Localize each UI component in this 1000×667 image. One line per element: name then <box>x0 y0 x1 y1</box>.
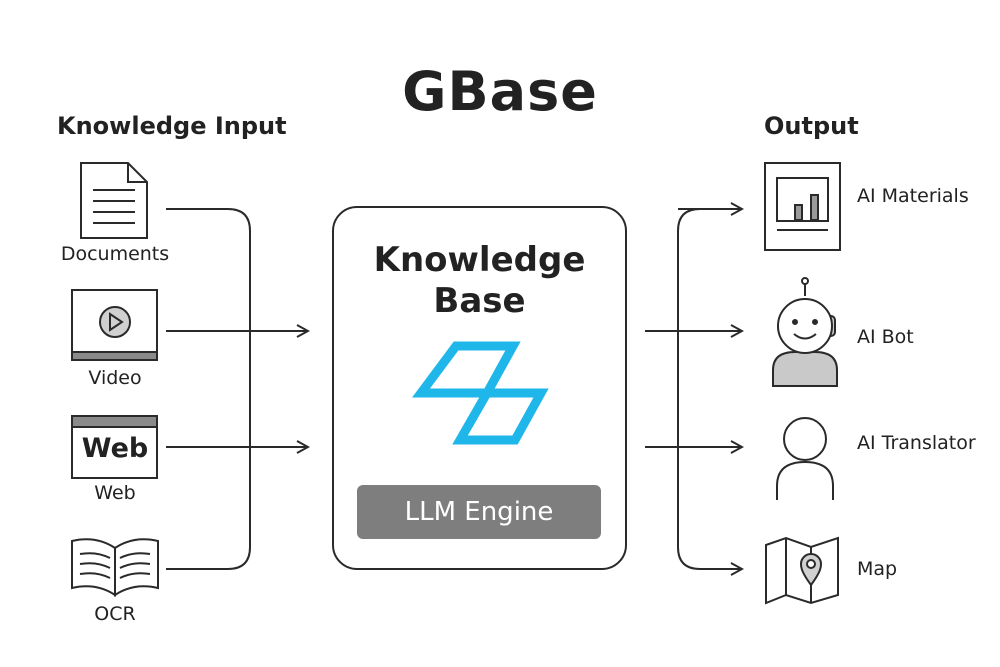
book-icon <box>71 538 159 597</box>
input-label-web: Web <box>94 482 136 504</box>
chart-report-icon <box>764 162 841 251</box>
input-label-ocr: OCR <box>94 603 136 625</box>
web-icon <box>71 415 158 479</box>
robot-icon <box>772 277 838 387</box>
knowledge-base-title-line1: Knowledge <box>373 240 586 280</box>
output-connectors <box>645 209 742 569</box>
video-icon <box>71 289 158 361</box>
input-label-video: Video <box>88 367 142 389</box>
input-label-documents: Documents <box>60 243 170 265</box>
llm-engine-badge: LLM Engine <box>357 485 601 539</box>
person-icon <box>776 417 834 500</box>
knowledge-base-box <box>332 206 627 570</box>
map-pin-icon <box>765 536 839 605</box>
output-label-ai-materials: AI Materials <box>857 185 969 207</box>
knowledge-base-title-line2: Base <box>433 281 526 321</box>
output-label-ai-translator: AI Translator <box>857 432 976 454</box>
output-label-ai-bot: AI Bot <box>857 326 914 348</box>
document-icon <box>80 162 148 239</box>
page-title: GBase <box>402 60 598 123</box>
input-connectors <box>166 208 308 570</box>
input-section-heading: Knowledge Input <box>57 112 287 140</box>
output-section-heading: Output <box>764 112 859 140</box>
web-icon-text: Web <box>81 433 149 464</box>
gbase-logo-icon <box>412 341 549 445</box>
knowledge-base-title: Knowledge Base <box>333 240 626 322</box>
output-label-map: Map <box>857 558 898 580</box>
